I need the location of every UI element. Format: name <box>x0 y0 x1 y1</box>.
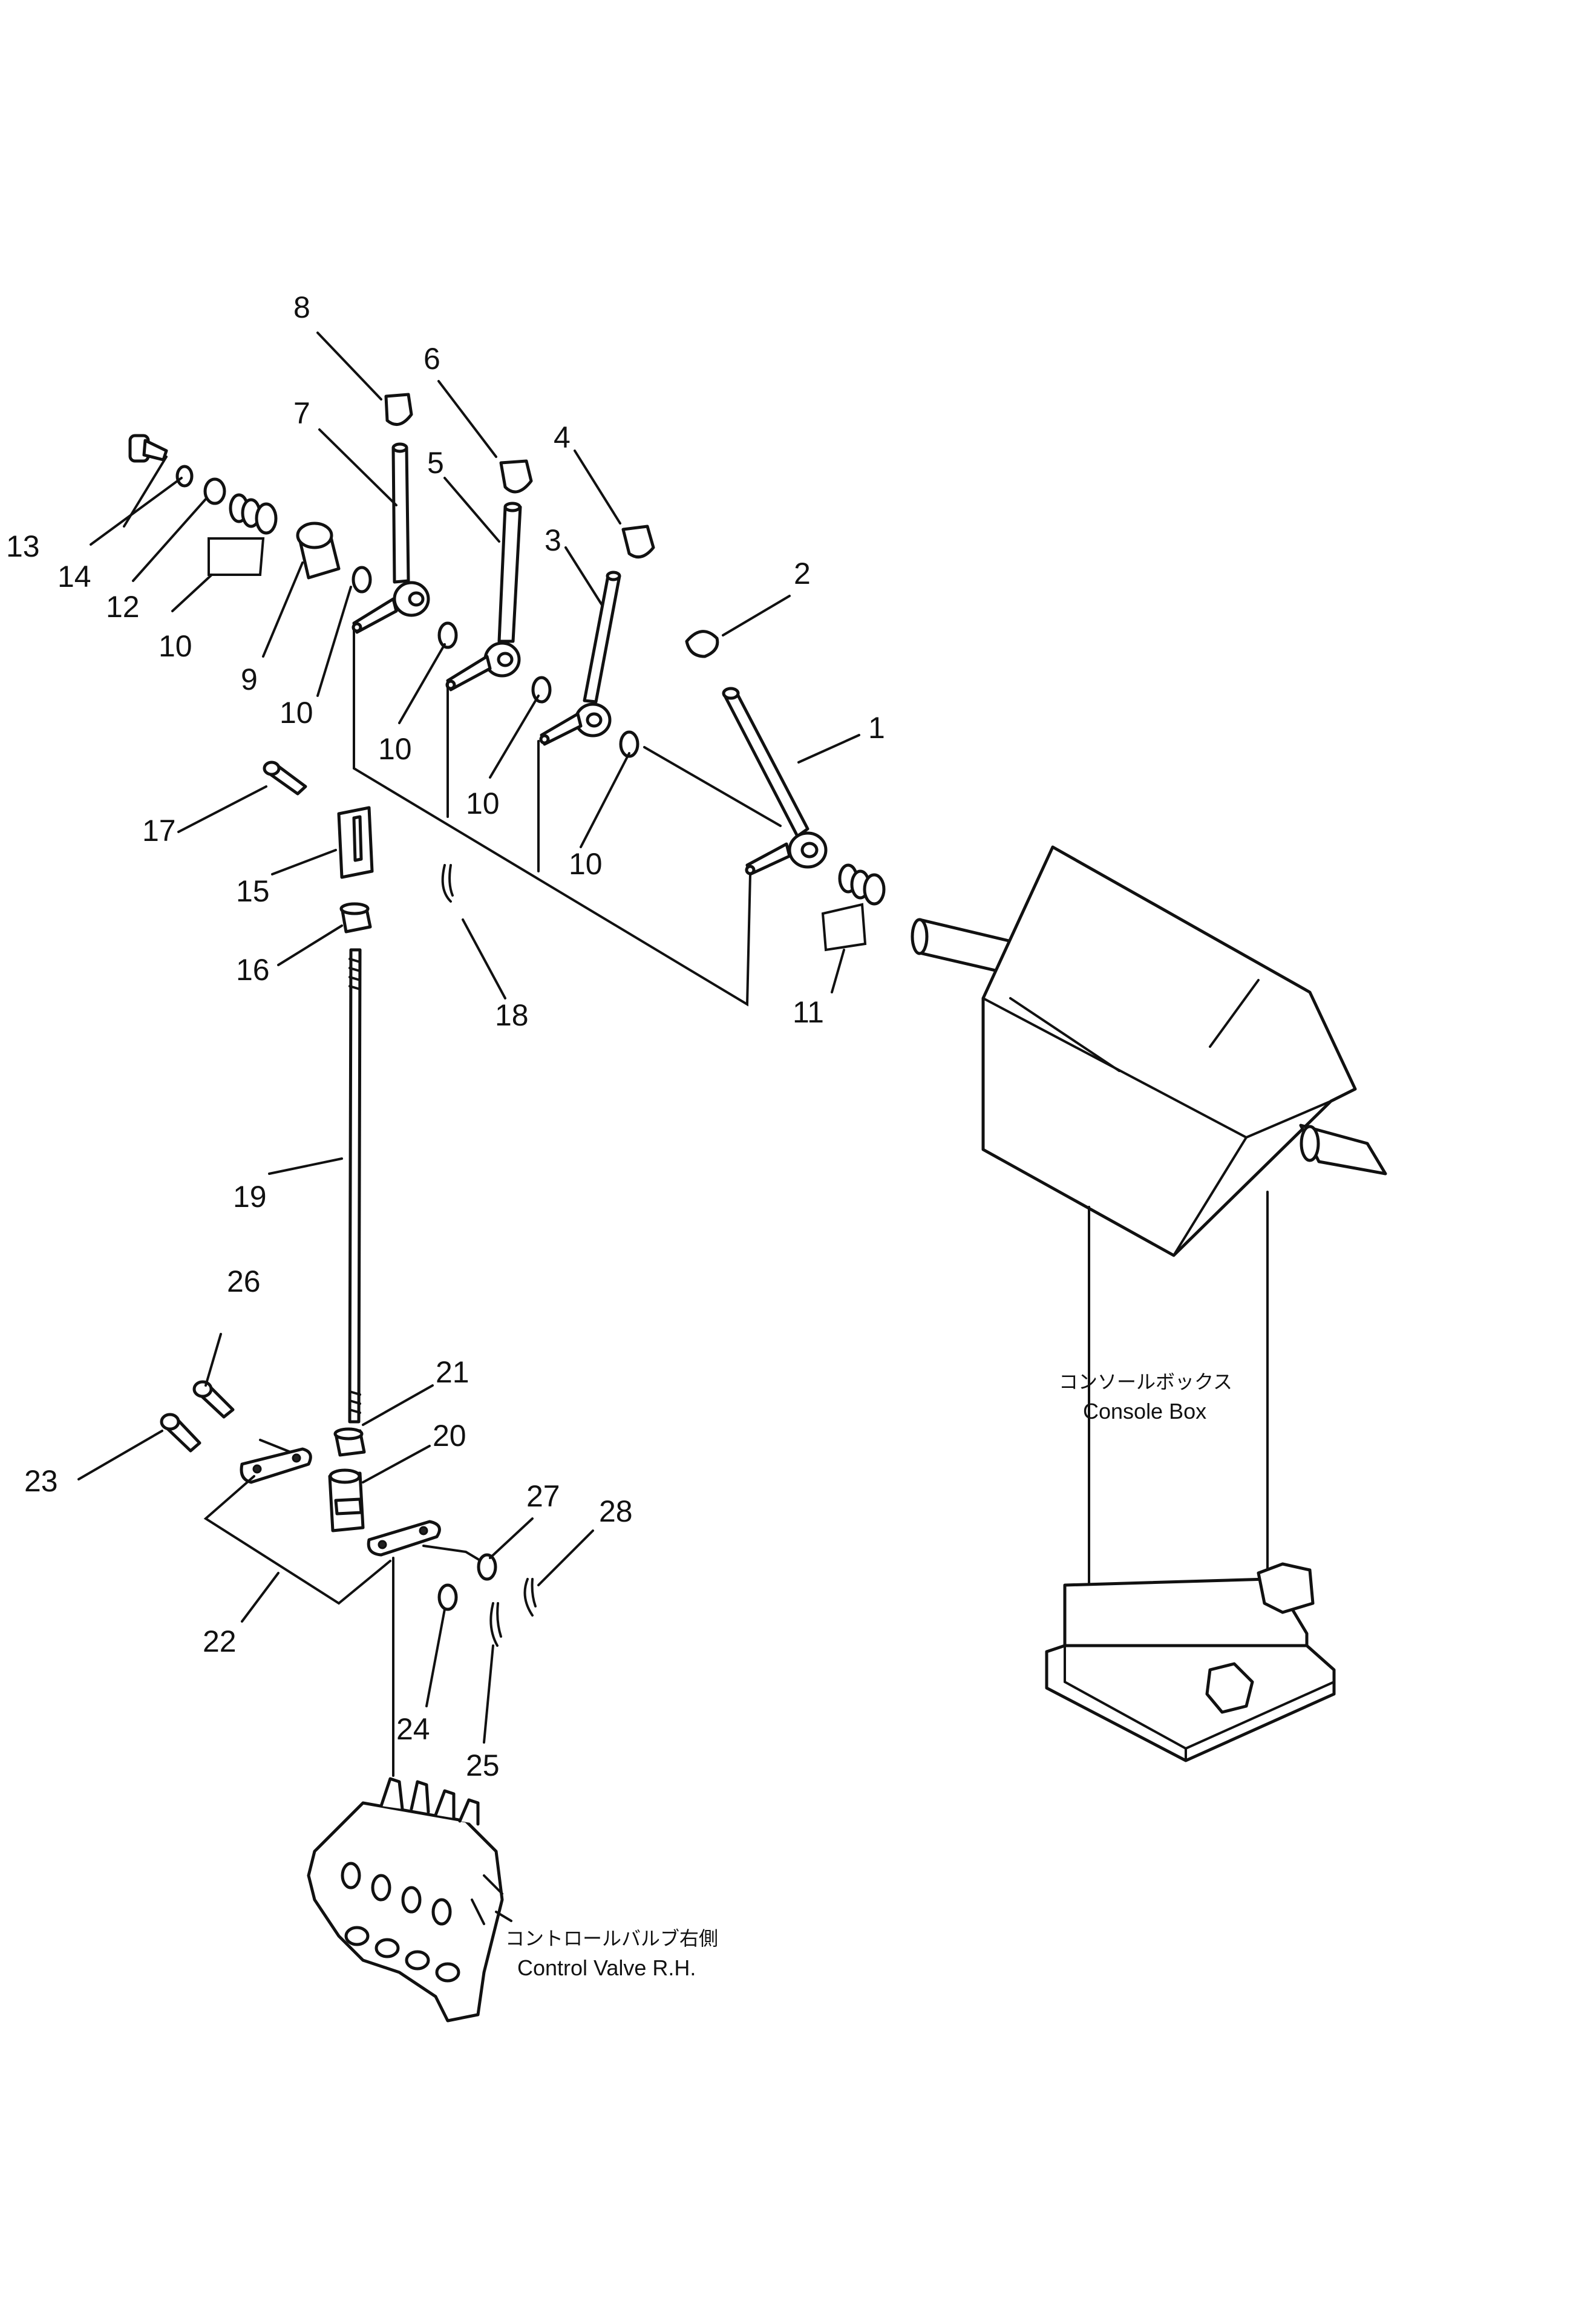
cotter-pin-28 <box>523 1578 537 1617</box>
washer-10-d <box>619 730 639 758</box>
washer-14 <box>175 465 194 488</box>
bushing-9 <box>296 522 341 580</box>
bolt-26 <box>192 1380 235 1419</box>
plate-22-a <box>240 1447 312 1484</box>
callout-27: 27 <box>526 1479 560 1513</box>
plate-22-frame <box>203 1439 482 1605</box>
washer-10-b <box>437 621 458 649</box>
washer-27 <box>477 1553 497 1581</box>
callout-28: 28 <box>599 1494 633 1528</box>
console-box <box>911 845 1387 1762</box>
callout-16: 16 <box>236 953 270 987</box>
rod-19 <box>348 948 362 1424</box>
nut-21 <box>333 1427 366 1457</box>
callout-22: 22 <box>203 1624 237 1658</box>
control-valve-label-en: Control Valve R.H. <box>517 1955 696 1980</box>
callout-4: 4 <box>554 420 571 454</box>
callout-12: 12 <box>106 590 140 624</box>
nut-16 <box>339 902 372 934</box>
washer-24 <box>437 1583 458 1611</box>
lever-1 <box>722 687 828 876</box>
lever-7 <box>352 442 430 634</box>
callout-6: 6 <box>424 342 440 376</box>
callout-2: 2 <box>794 557 811 590</box>
bolt-13 <box>128 434 168 463</box>
callout-7: 7 <box>293 396 310 430</box>
clevis-15 <box>337 806 374 879</box>
linkage-frame <box>353 628 782 1007</box>
cotter-pin-25 <box>489 1602 502 1647</box>
cotter-pin-18 <box>441 864 454 903</box>
knob-6 <box>499 459 533 494</box>
callout-10-a: 10 <box>159 629 192 663</box>
callout-11: 11 <box>793 995 824 1029</box>
callout-10-b: 10 <box>280 696 313 730</box>
callout-24: 24 <box>396 1712 430 1746</box>
callout-18: 18 <box>495 998 529 1032</box>
callout-10-c: 10 <box>378 732 412 766</box>
callout-labels: 1 2 3 4 5 6 7 8 9 10 10 10 10 10 10 11 1… <box>6 290 885 1782</box>
callout-26: 26 <box>227 1264 261 1298</box>
washer-10-c <box>531 676 552 704</box>
lever-5 <box>445 502 522 692</box>
washer-10-a <box>352 566 372 594</box>
console-box-label-jp: コンソールボックス <box>1059 1370 1232 1393</box>
callout-5: 5 <box>427 446 444 480</box>
console-box-label-en: Console Box <box>1083 1399 1206 1424</box>
joint-20 <box>328 1468 365 1532</box>
callout-23: 23 <box>24 1464 58 1498</box>
callout-21: 21 <box>436 1355 469 1389</box>
plate-22-b <box>367 1520 441 1557</box>
spacer-11-group <box>821 863 886 952</box>
lever-3 <box>539 571 621 746</box>
callout-17: 17 <box>142 814 176 848</box>
bolt-23 <box>160 1413 201 1453</box>
callout-19: 19 <box>233 1180 267 1214</box>
callout-3: 3 <box>545 523 561 557</box>
control-valve-rh <box>307 1777 512 2023</box>
callout-10-d: 10 <box>466 787 500 820</box>
knob-4 <box>621 525 655 559</box>
pin-17 <box>263 760 307 796</box>
callout-25: 25 <box>466 1748 500 1782</box>
callout-14: 14 <box>57 560 91 594</box>
callout-13: 13 <box>6 529 40 563</box>
callout-20: 20 <box>433 1419 466 1453</box>
callout-10-e: 10 <box>569 847 603 881</box>
knob-2 <box>685 630 719 658</box>
callout-8: 8 <box>293 290 310 324</box>
washer-12 <box>203 477 226 505</box>
component-labels: コンソールボックス Console Box コントロールバルブ右側 Contro… <box>505 1370 1232 1980</box>
spacer-10-group <box>208 493 278 576</box>
knob-8 <box>384 393 413 427</box>
control-valve-label-jp: コントロールバルブ右側 <box>505 1927 718 1950</box>
callout-9: 9 <box>241 662 258 696</box>
leader-lines <box>77 332 860 1744</box>
callout-15: 15 <box>236 874 270 908</box>
callout-1: 1 <box>868 711 885 745</box>
